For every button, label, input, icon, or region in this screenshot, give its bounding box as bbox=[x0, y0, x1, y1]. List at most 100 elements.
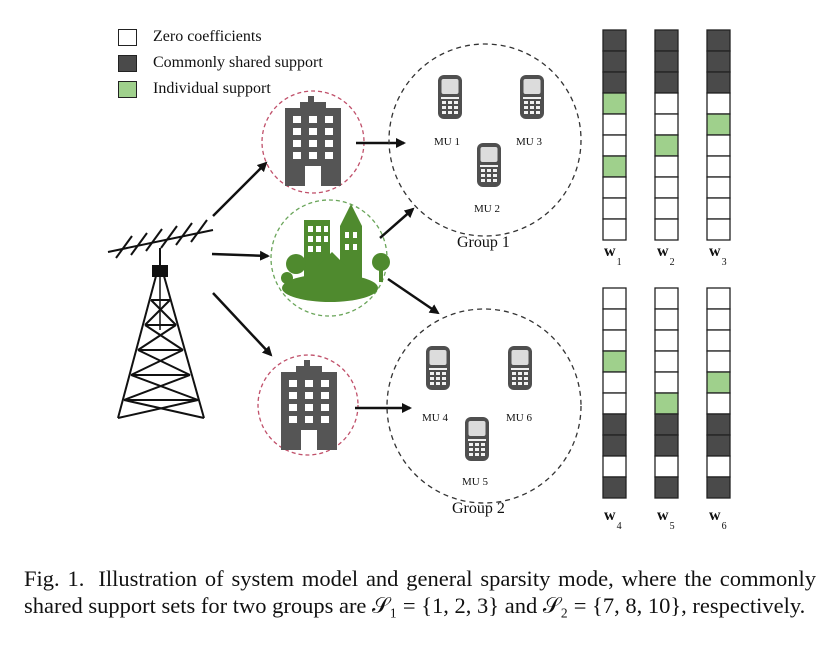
caption-prefix: Fig. 1. bbox=[24, 566, 85, 591]
vector-4-cell-10 bbox=[602, 476, 627, 499]
vector-5-cell-8 bbox=[654, 434, 679, 457]
vector-3-cell-10 bbox=[706, 218, 731, 241]
vector-4-cell-3 bbox=[602, 329, 627, 352]
vector-2-cell-5 bbox=[654, 113, 679, 136]
vector-6-cell-9 bbox=[706, 455, 731, 478]
vector-3-cell-9 bbox=[706, 197, 731, 220]
caption-text: Illustration of system model and general… bbox=[24, 566, 816, 618]
vector-1-cell-4 bbox=[602, 92, 627, 115]
vector-5-cell-1 bbox=[654, 287, 679, 310]
vector-3-cell-5 bbox=[706, 113, 731, 136]
vector-4-cell-7 bbox=[602, 413, 627, 436]
vector-2-cell-3 bbox=[654, 71, 679, 94]
vector-6-cell-2 bbox=[706, 308, 731, 331]
vector-sub-w1: 1 bbox=[616, 257, 622, 269]
system-model-figure: Zero coefficients Commonly shared suppor… bbox=[107, 27, 731, 532]
vector-label-w6: w6 bbox=[709, 507, 727, 532]
vector-5-cell-6 bbox=[654, 392, 679, 415]
legend-label-zero: Zero coefficients bbox=[153, 28, 262, 45]
mu3-label: MU 3 bbox=[516, 136, 542, 148]
mu1-phone-icon bbox=[438, 75, 462, 119]
legend-swatch-individual bbox=[118, 80, 137, 98]
vector-3-cell-8 bbox=[706, 176, 731, 199]
vector-name-w1: w bbox=[604, 243, 616, 260]
vector-sub-w6: 6 bbox=[721, 521, 727, 533]
vector-2-cell-2 bbox=[654, 50, 679, 73]
vector-name-w5: w bbox=[657, 507, 669, 524]
arrow-park-to-group1 bbox=[379, 207, 415, 239]
vector-6-cell-5 bbox=[706, 371, 731, 394]
vector-5-cell-4 bbox=[654, 350, 679, 373]
vector-1-cell-3 bbox=[602, 71, 627, 94]
vector-5-cell-7 bbox=[654, 413, 679, 436]
sparse-vectors bbox=[602, 29, 731, 499]
vector-6-cell-8 bbox=[706, 434, 731, 457]
mu2-label: MU 2 bbox=[474, 203, 500, 215]
vector-sub-w2: 2 bbox=[669, 257, 675, 269]
vector-2-cell-10 bbox=[654, 218, 679, 241]
vector-2-cell-6 bbox=[654, 134, 679, 157]
vector-1-cell-8 bbox=[602, 176, 627, 199]
vector-name-w3: w bbox=[709, 243, 721, 260]
vector-3-cell-7 bbox=[706, 155, 731, 178]
vector-1-cell-5 bbox=[602, 113, 627, 136]
vector-1-cell-7 bbox=[602, 155, 627, 178]
vector-sub-w3: 3 bbox=[721, 257, 727, 269]
vector-name-w2: w bbox=[657, 243, 669, 260]
vector-2-cell-8 bbox=[654, 176, 679, 199]
legend-zero: Zero coefficients bbox=[118, 27, 262, 47]
vector-3-cell-2 bbox=[706, 50, 731, 73]
vector-5-cell-2 bbox=[654, 308, 679, 331]
mu1-label: MU 1 bbox=[434, 136, 460, 148]
legend-common: Commonly shared support bbox=[118, 53, 323, 73]
vector-6-cell-4 bbox=[706, 350, 731, 373]
figure-caption: Fig. 1.Illustration of system model and … bbox=[24, 565, 816, 619]
arrow-to-building-2 bbox=[212, 292, 273, 357]
legend-label-individual: Individual support bbox=[153, 80, 271, 97]
group-2-circle bbox=[386, 308, 582, 504]
mu2-phone-icon bbox=[477, 143, 501, 187]
vector-3-cell-3 bbox=[706, 71, 731, 94]
mu6-label: MU 6 bbox=[506, 412, 532, 424]
broadcast-arrows bbox=[211, 161, 273, 357]
arrow-to-park bbox=[211, 250, 270, 261]
vector-label-w5: w5 bbox=[657, 507, 675, 532]
mu3-phone-icon bbox=[520, 75, 544, 119]
building-1-icon bbox=[285, 96, 341, 186]
group-1-label: Group 1 bbox=[457, 234, 510, 251]
vector-3-cell-6 bbox=[706, 134, 731, 157]
park-city-icon bbox=[281, 204, 390, 302]
vector-2-cell-7 bbox=[654, 155, 679, 178]
vector-4-cell-6 bbox=[602, 392, 627, 415]
arrow-park-to-group2 bbox=[387, 277, 440, 315]
vector-2-cell-4 bbox=[654, 92, 679, 115]
group-2-label: Group 2 bbox=[452, 500, 505, 517]
vector-label-w4: w4 bbox=[604, 507, 622, 532]
vector-4-cell-5 bbox=[602, 371, 627, 394]
building-zone-2 bbox=[257, 354, 359, 456]
vector-1-cell-6 bbox=[602, 134, 627, 157]
mu5-phone-icon bbox=[465, 417, 489, 461]
legend-individual: Individual support bbox=[118, 79, 271, 99]
vector-3-cell-4 bbox=[706, 92, 731, 115]
vector-6-cell-7 bbox=[706, 413, 731, 436]
vector-name-w6: w bbox=[709, 507, 721, 524]
vector-4-cell-4 bbox=[602, 350, 627, 373]
vector-4-cell-2 bbox=[602, 308, 627, 331]
vector-6-cell-1 bbox=[706, 287, 731, 310]
group-1-circle bbox=[388, 43, 582, 237]
vector-4-cell-1 bbox=[602, 287, 627, 310]
vector-label-w2: w2 bbox=[657, 243, 675, 268]
vector-5-cell-9 bbox=[654, 455, 679, 478]
vector-3-cell-1 bbox=[706, 29, 731, 52]
vector-1-cell-10 bbox=[602, 218, 627, 241]
vector-name-w4: w bbox=[604, 507, 616, 524]
building-2-icon bbox=[281, 360, 337, 450]
vector-sub-w5: 5 bbox=[669, 521, 675, 533]
vector-6-cell-10 bbox=[706, 476, 731, 499]
legend-swatch-zero bbox=[118, 28, 137, 46]
vector-4-cell-9 bbox=[602, 455, 627, 478]
vector-6-cell-6 bbox=[706, 392, 731, 415]
vector-5-cell-3 bbox=[654, 329, 679, 352]
antenna-tower-icon bbox=[107, 219, 214, 419]
